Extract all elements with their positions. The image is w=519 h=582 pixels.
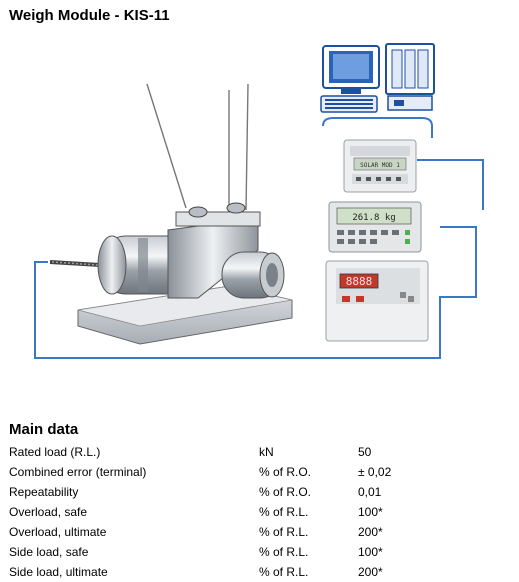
spec-name: Side load, ultimate: [9, 565, 108, 579]
spec-value: 100*: [358, 545, 383, 559]
spec-name: Overload, ultimate: [9, 525, 107, 539]
indicator-display: 261.8 kg: [352, 213, 395, 223]
display-module-icon: SOLAR MOD 1: [343, 139, 417, 193]
connection-cables: [34, 117, 484, 359]
computer-icon: [320, 45, 380, 113]
plc-rack-icon: [385, 43, 435, 111]
weighing-indicator-icon: 261.8 kg: [328, 201, 422, 253]
table-row: Overload, ultimate % of R.L. 200*: [9, 522, 438, 542]
display-module-text: SOLAR MOD 1: [360, 162, 400, 169]
table-row: Side load, safe % of R.L. 100*: [9, 542, 438, 562]
spec-unit: % of R.O.: [259, 485, 312, 499]
page-title: Weigh Module - KIS-11: [9, 7, 170, 24]
spec-value: 0,01: [358, 485, 382, 499]
table-row: Side load, ultimate % of R.L. 200*: [9, 562, 438, 582]
table-row: Combined error (terminal) % of R.O. ± 0,…: [9, 462, 438, 482]
table-row: Rated load (R.L.) kN 50: [9, 442, 438, 462]
load-cell-assembly: [49, 202, 293, 345]
spec-value: 200*: [358, 525, 383, 539]
spec-name: Rated load (R.L.): [9, 445, 101, 459]
spec-name: Side load, safe: [9, 545, 89, 559]
spec-value: ± 0,02: [358, 465, 392, 479]
controller-display: 8888: [346, 275, 373, 288]
spec-unit: % of R.L.: [259, 505, 309, 519]
spec-name: Combined error (terminal): [9, 465, 147, 479]
main-data-heading: Main data: [9, 421, 79, 438]
spec-name: Repeatability: [9, 485, 79, 499]
table-row: Overload, safe % of R.L. 100*: [9, 502, 438, 522]
suspension-wires: [146, 83, 249, 212]
spec-unit: % of R.L.: [259, 545, 309, 559]
spec-value: 50: [358, 445, 372, 459]
main-data-table: Rated load (R.L.) kN 50 Combined error (…: [9, 442, 438, 582]
spec-value: 200*: [358, 565, 383, 579]
spec-name: Overload, safe: [9, 505, 88, 519]
spec-unit: % of R.L.: [259, 565, 309, 579]
weigh-module-illustration: SOLAR MOD 1 261.8 kg 8888: [34, 43, 484, 359]
table-row: Repeatability % of R.O. 0,01: [9, 482, 438, 502]
spec-unit: % of R.O.: [259, 465, 312, 479]
spec-unit: % of R.L.: [259, 525, 309, 539]
controller-icon: 8888: [325, 260, 429, 342]
spec-value: 100*: [358, 505, 383, 519]
spec-unit: kN: [259, 445, 274, 459]
